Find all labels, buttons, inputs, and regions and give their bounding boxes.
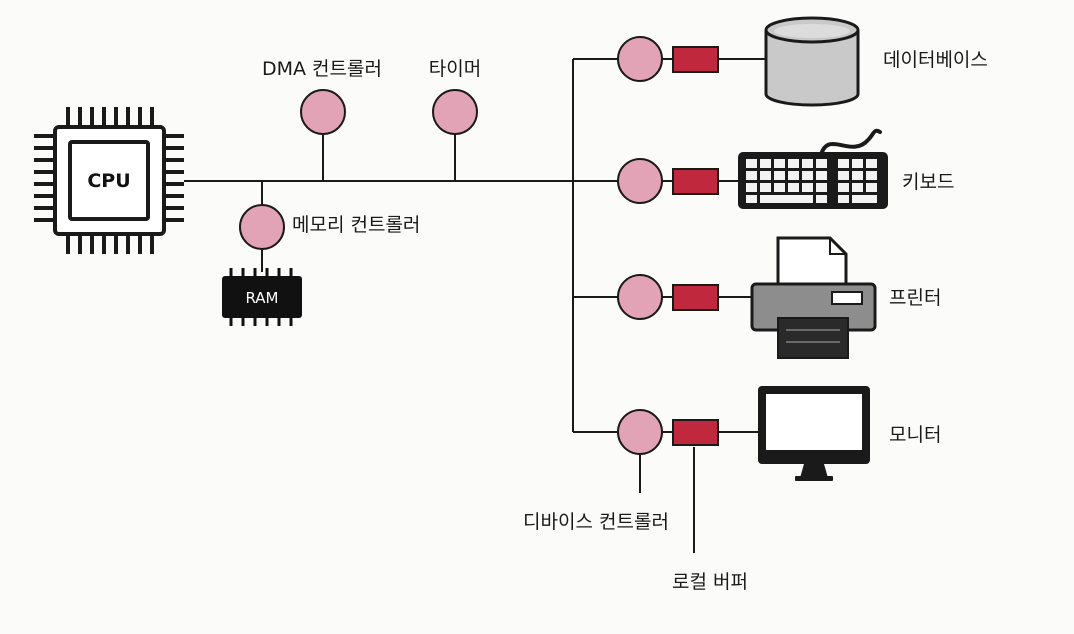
local-buffer-label: 로컬 버퍼 xyxy=(672,571,748,593)
cpu-chip-icon: CPU xyxy=(34,107,184,254)
local-buffer-monitor xyxy=(672,419,719,446)
ram-chip-icon: RAM xyxy=(222,268,302,326)
keyboard-label: 키보드 xyxy=(902,171,954,193)
controller-timer xyxy=(432,89,478,135)
bus-lines xyxy=(184,58,766,553)
local-buffer-keyboard xyxy=(672,168,719,195)
printer-icon xyxy=(750,236,877,359)
cpu-pins xyxy=(34,107,184,254)
database-cylinder-icon xyxy=(764,16,860,107)
monitor-icon xyxy=(758,386,870,481)
device-controller-printer xyxy=(617,274,719,320)
controller-memory xyxy=(239,204,285,250)
ram-body xyxy=(222,276,302,318)
database-label: 데이터베이스 xyxy=(883,49,988,71)
controller-dma xyxy=(300,89,346,135)
device-controller-monitor xyxy=(617,409,719,455)
device-controller-label: 디바이스 컨트롤러 xyxy=(523,511,669,533)
cpu-label: CPU xyxy=(87,170,130,192)
cpu-core xyxy=(68,140,150,221)
memory-controller-label: 메모리 컨트롤러 xyxy=(292,214,420,236)
printer-label: 프린터 xyxy=(889,287,941,309)
device-controller-keyboard xyxy=(617,158,719,204)
dma-controller-label: DMA 컨트롤러 xyxy=(262,58,382,80)
device-controller-database xyxy=(617,36,719,82)
local-buffer-printer xyxy=(672,284,719,311)
keyboard-icon xyxy=(738,128,888,209)
timer-label: 타이머 xyxy=(429,58,481,80)
ram-label: RAM xyxy=(245,289,278,307)
local-buffer-database xyxy=(672,46,719,73)
monitor-label: 모니터 xyxy=(889,424,941,446)
